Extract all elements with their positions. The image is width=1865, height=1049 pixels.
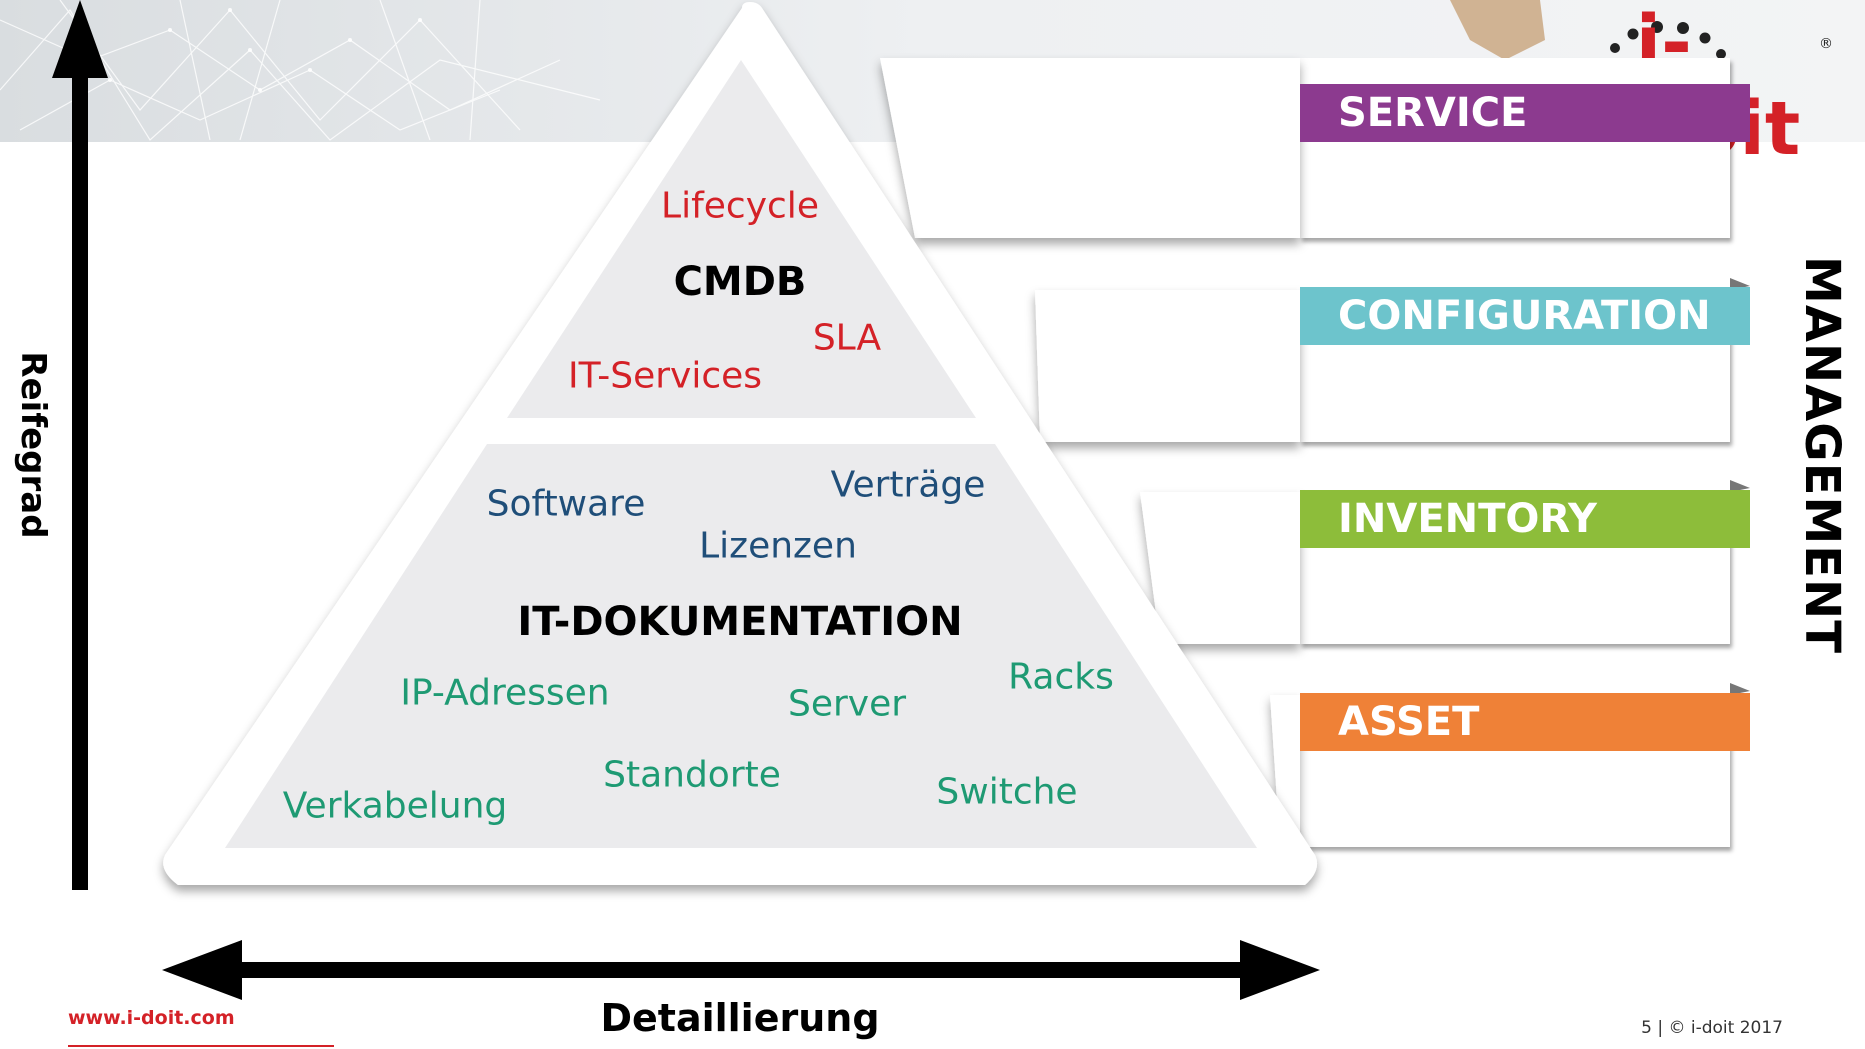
- layer-label-service: SERVICE: [1300, 84, 1750, 142]
- layer-label-asset: ASSET: [1300, 693, 1750, 751]
- footer-page-info: 5 | © i-doit 2017: [1641, 1018, 1783, 1038]
- pyramid-item-switche: Switche: [936, 771, 1078, 813]
- footer-url-underline: [68, 1045, 334, 1047]
- pyramid-item-sla: SLA: [812, 317, 882, 359]
- pyramid-item-vertraege: Verträge: [830, 464, 986, 506]
- axis-label-reifegrad: Reifegrad: [13, 351, 53, 539]
- pyramid-item-standorte: Standorte: [603, 754, 781, 796]
- pyramid-item-lizenzen: Lizenzen: [699, 525, 857, 567]
- layer-label-configuration: CONFIGURATION: [1300, 287, 1750, 345]
- pyramid-item-lifecycle: Lifecycle: [661, 185, 819, 227]
- axis-label-detaillierung: Detaillierung: [600, 996, 880, 1040]
- pyramid-bottom-section: [225, 444, 1257, 848]
- layer-label-inventory: INVENTORY: [1300, 490, 1750, 548]
- management-label: MANAGEMENT: [1794, 256, 1850, 654]
- vertical-arrow-shaft: [72, 60, 88, 890]
- i-doit-logo: [1610, 21, 1726, 59]
- pyramid-item-ip-adressen: IP-Adressen: [400, 672, 610, 714]
- pyramid-title-cmdb: CMDB: [673, 259, 807, 305]
- vertical-arrow-head: [52, 0, 108, 78]
- horizontal-arrow-left-head: [162, 940, 242, 1000]
- logo-registered-mark: ®: [1819, 36, 1833, 52]
- pyramid-item-server: Server: [787, 683, 907, 725]
- pyramid-item-software: Software: [486, 483, 646, 525]
- pyramid-item-racks: Racks: [1008, 656, 1114, 698]
- pyramid-title-it-dokumentation: IT-DOKUMENTATION: [517, 599, 963, 645]
- pyramid-item-verkabelung: Verkabelung: [282, 785, 508, 827]
- pyramid-item-it-services: IT-Services: [567, 355, 763, 397]
- footer-url-link[interactable]: www.i-doit.com: [68, 1007, 235, 1029]
- horizontal-arrow-shaft: [230, 962, 1250, 978]
- horizontal-arrow-right-head: [1240, 940, 1320, 1000]
- pyramid-top-section: [507, 60, 976, 418]
